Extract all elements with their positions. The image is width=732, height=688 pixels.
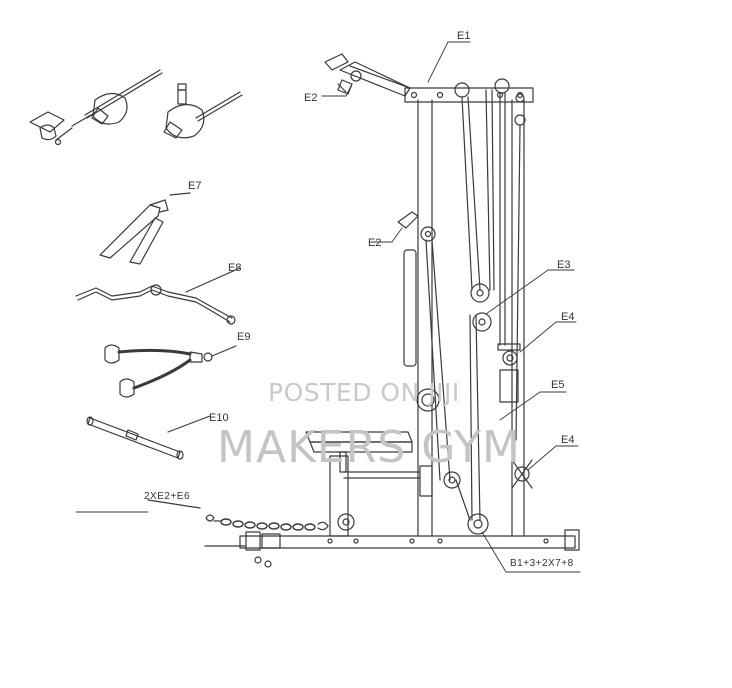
label-e10: E10 <box>209 412 229 424</box>
label-e9: E9 <box>237 331 250 343</box>
label-chain: 2XE2+E6 <box>144 491 190 502</box>
leader-lines <box>75 41 581 573</box>
label-e2-top: E2 <box>304 92 317 104</box>
label-e1: E1 <box>457 30 470 42</box>
label-base: B1+3+2X7+8 <box>510 558 574 569</box>
label-e4-top: E4 <box>561 311 574 323</box>
cable-clip-assembly <box>29 69 243 146</box>
callout-labels: E1 E2 E2 E3 E4 E5 E4 E7 E8 E9 E10 2XE2+E… <box>144 30 574 569</box>
label-e8: E8 <box>228 262 241 274</box>
lat-bar-e8 <box>75 267 241 325</box>
chain-2xe2-e6 <box>147 499 329 531</box>
v-handle-e7 <box>99 192 191 265</box>
machine-frame <box>204 53 580 568</box>
label-e7: E7 <box>188 180 201 192</box>
rope-handle-e9 <box>104 344 237 398</box>
label-e4-bottom: E4 <box>561 434 574 446</box>
label-e3: E3 <box>557 259 570 271</box>
watermark-brand: MAKERS GYM <box>217 422 521 473</box>
label-e5: E5 <box>551 379 564 391</box>
label-e2-mid: E2 <box>368 237 381 249</box>
watermark-posted: POSTED ON JIJI <box>268 378 460 407</box>
straight-bar-e10 <box>86 415 211 460</box>
